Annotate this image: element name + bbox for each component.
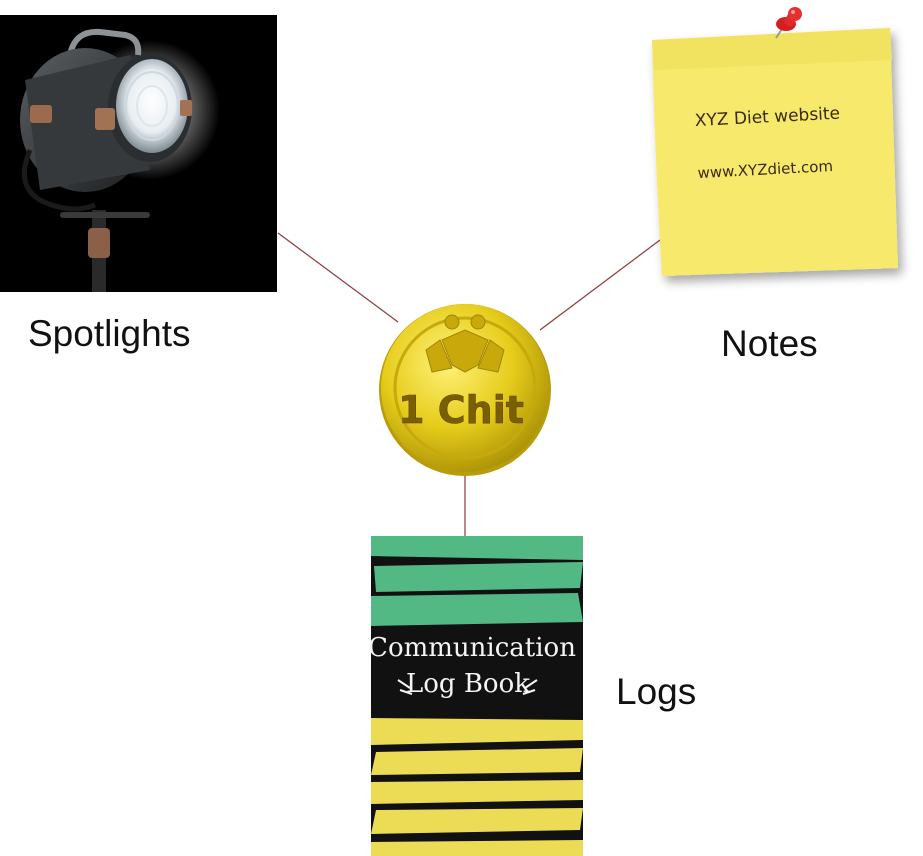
sticky-note-image [652, 28, 898, 276]
notes-label: Notes [721, 323, 818, 364]
coin-label: 1 Chit [398, 388, 524, 432]
spotlights-label: Spotlights [28, 313, 191, 354]
logbook-title-line-1: Communication [368, 633, 576, 663]
logbook-decoration-icon [397, 679, 538, 695]
logbook-image: Communication Log Book [368, 536, 583, 856]
chit-emblem-icon [425, 314, 505, 373]
connector-spotlights [277, 232, 399, 323]
pushpin-icon [775, 7, 802, 39]
connector-notes [539, 239, 661, 331]
spotlight-image [0, 15, 277, 292]
logs-label: Logs [616, 671, 697, 712]
logbook-title-line-2: Log Book [406, 669, 530, 699]
chit-coin: 1 Chit [379, 304, 551, 476]
